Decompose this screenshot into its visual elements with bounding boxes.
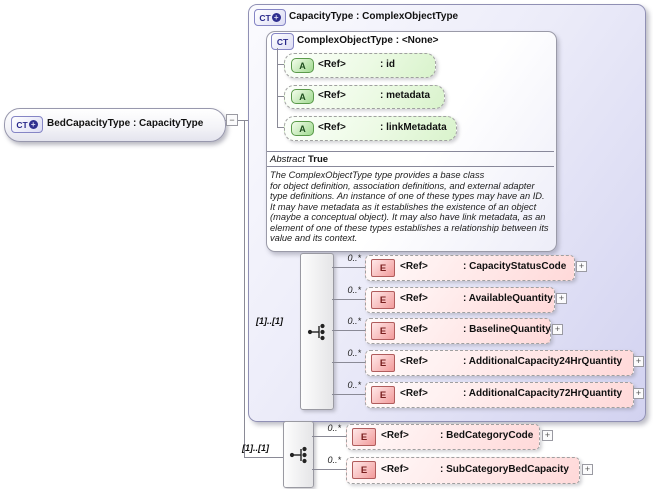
element-node-additionalcapacity24hrquantity[interactable] [365,350,634,376]
connector-line [277,64,285,65]
doc-line: element of one of these types establishe… [270,222,549,233]
doc-line: (maybe a conceptual object). It may also… [270,212,546,222]
expand-button[interactable]: + [552,324,563,335]
attribute-ref: <Ref> [318,122,346,133]
element-node-baselinequantity[interactable] [365,318,551,344]
collapse-button[interactable]: − [226,114,238,126]
connector-line [312,469,346,470]
expand-button[interactable]: + [582,464,593,475]
expand-button[interactable]: + [633,388,644,399]
divider [267,151,554,152]
doc-line: for object definition, association defin… [270,180,535,191]
occurrence-label: 0..* [347,380,361,390]
connector-line [332,394,365,395]
doc-line: The ComplexObjectType type provides a ba… [270,170,485,180]
connector-line [332,362,365,363]
element-node-bedcategorycode[interactable] [346,424,540,450]
element-icon: E [371,259,395,277]
complex-type-icon: CT+ [11,116,43,133]
element-name: : BaselineQuantity [463,324,551,335]
cardinality-label: [1]..[1] [256,316,283,326]
ct-badge-label: CT [276,36,289,47]
expand-button[interactable]: + [556,293,567,304]
element-ref: <Ref> [381,464,409,475]
element-node-subcategorybedcapacity[interactable] [346,457,580,484]
element-icon: E [371,354,395,372]
element-node-availablequantity[interactable] [365,287,555,313]
element-name: : SubCategoryBedCapacity [440,464,569,475]
ct-badge-label: CT [259,12,271,23]
element-name: : CapacityStatusCode [463,261,567,272]
element-ref: <Ref> [400,324,428,335]
occurrence-label: 0..* [347,316,361,326]
element-icon: E [371,386,395,404]
element-name: : BedCategoryCode [440,430,534,441]
occurrence-label: 0..* [347,348,361,358]
cardinality-label: [1]..[1] [242,443,269,453]
connector-line [312,436,346,437]
sequence-icon [307,323,325,340]
attribute-name: : linkMetadata [380,122,447,133]
sequence-compositor[interactable] [283,421,314,488]
complex-type-icon: CT [271,33,294,50]
expand-button[interactable]: + [542,430,553,441]
element-ref: <Ref> [400,356,428,367]
element-ref: <Ref> [381,430,409,441]
connector-line [244,457,284,458]
occurrence-label: 0..* [347,253,361,263]
element-icon: E [371,322,395,340]
element-name: : AdditionalCapacity24HrQuantity [463,356,623,367]
element-name: : AvailableQuantity [463,293,553,304]
connector-line [332,267,365,268]
inner-panel-title: ComplexObjectType : <None> [297,35,439,46]
element-icon: E [371,291,395,309]
ct-badge-label: CT [16,119,28,130]
attribute-ref: <Ref> [318,90,346,101]
element-ref: <Ref> [400,388,428,399]
expand-button[interactable]: + [576,261,587,272]
expand-button[interactable]: + [633,356,644,367]
attribute-icon: A [291,89,314,104]
divider [267,166,554,167]
attribute-icon: A [291,121,314,136]
occurrence-label: 0..* [327,423,341,433]
doc-line: value and its context. [270,233,358,243]
element-ref: <Ref> [400,293,428,304]
panel-title: CapacityType : ComplexObjectType [289,11,459,22]
abstract-value: True [308,154,329,165]
element-icon: E [352,428,376,446]
element-name: : AdditionalCapacity72HrQuantity [463,388,623,399]
connector-line [277,127,285,128]
connector-line [332,299,365,300]
element-node-capacitystatuscode[interactable] [365,255,575,281]
doc-line: It may have metadata as it establishes t… [270,201,537,212]
connector-line [277,96,285,97]
attribute-node-linkmetadata[interactable] [284,116,457,141]
connector-line [244,120,245,457]
element-icon: E [352,461,376,479]
connector-line [222,120,255,121]
attribute-ref: <Ref> [318,59,346,70]
type-documentation: The ComplexObjectType type provides a ba… [270,170,554,244]
attribute-icon: A [291,58,314,73]
sequence-icon [289,446,307,463]
complex-type-icon: CT+ [254,9,286,26]
element-ref: <Ref> [400,261,428,272]
element-node-additionalcapacity72hrquantity[interactable] [365,382,634,408]
connector-line [332,330,365,331]
occurrence-label: 0..* [327,455,341,465]
abstract-label: Abstract [270,154,305,165]
root-element-label: BedCapacityType : CapacityType [47,118,204,129]
derived-plus-icon: + [271,13,281,22]
connector-line [277,48,278,128]
derived-plus-icon: + [28,120,38,129]
doc-line: type definitions. An instance of one of … [270,191,545,201]
attribute-name: : metadata [380,90,431,101]
attribute-name: : id [380,59,395,70]
sequence-compositor[interactable] [300,253,334,410]
occurrence-label: 0..* [347,285,361,295]
